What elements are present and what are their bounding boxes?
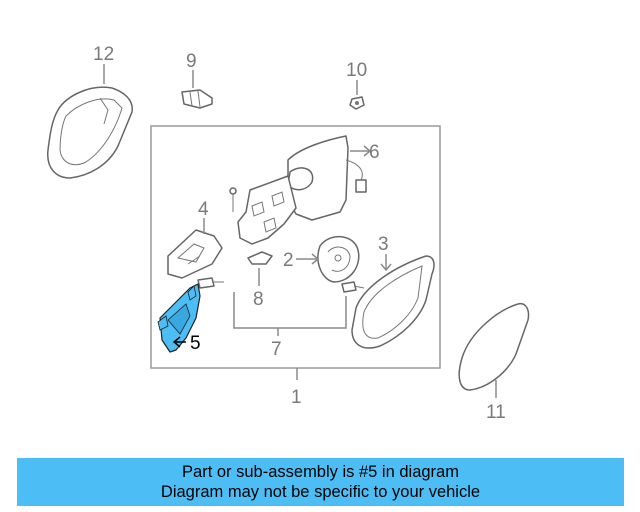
part-5-bracket-highlighted[interactable] bbox=[157, 283, 201, 353]
callout-12: 12 bbox=[93, 44, 114, 65]
part-8-clip[interactable] bbox=[247, 251, 273, 286]
callout-10: 10 bbox=[346, 60, 367, 81]
part-4-inner-trim[interactable] bbox=[167, 218, 223, 279]
part-9-bulb[interactable] bbox=[181, 70, 213, 109]
callout-1: 1 bbox=[291, 387, 302, 408]
part-2-motor[interactable] bbox=[296, 236, 360, 283]
part-11-glass[interactable] bbox=[458, 302, 530, 398]
callout-4: 4 bbox=[198, 199, 209, 220]
part-7-screws[interactable] bbox=[197, 277, 365, 336]
banner-line-1: Part or sub-assembly is #5 in diagram bbox=[182, 463, 459, 481]
callout-7: 7 bbox=[271, 339, 282, 360]
banner-line-2: Diagram may not be specific to your vehi… bbox=[160, 483, 481, 501]
part-6-mirror-base-assembly[interactable] bbox=[237, 135, 372, 245]
callout-2: 2 bbox=[283, 250, 294, 271]
callout-5: 5 bbox=[190, 333, 201, 354]
assembly-box bbox=[150, 125, 441, 369]
callout-9: 9 bbox=[186, 51, 197, 72]
callout-3: 3 bbox=[378, 234, 389, 255]
part-3-mirror-glass[interactable] bbox=[351, 254, 435, 349]
info-banner: Part or sub-assembly is #5 in diagram Di… bbox=[17, 458, 624, 506]
callout-11: 11 bbox=[486, 402, 506, 423]
callout-6: 6 bbox=[369, 142, 380, 163]
callout-8: 8 bbox=[253, 289, 264, 310]
screw-upper[interactable] bbox=[229, 187, 237, 212]
part-12-mirror-cover[interactable] bbox=[47, 64, 133, 179]
parts-diagram: 12 9 10 6 4 bbox=[47, 44, 530, 423]
part-10-nut[interactable] bbox=[349, 80, 365, 110]
